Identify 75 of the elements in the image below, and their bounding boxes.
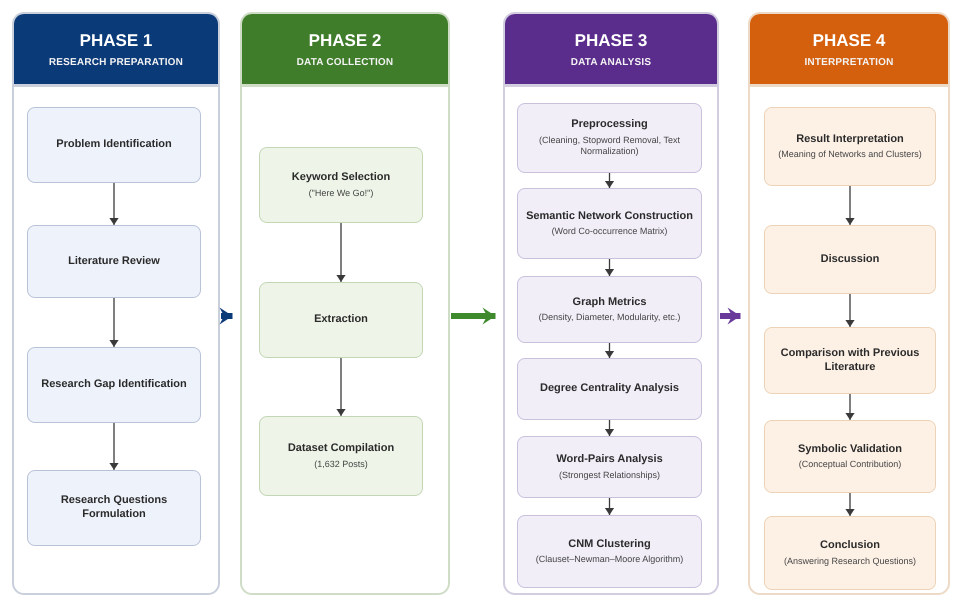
step-detail: (1,632 Posts) [314,458,368,470]
process-box [27,347,201,423]
arrow [109,298,119,347]
process-box [764,327,936,394]
process-box [517,276,702,343]
step-title: Result Interpretation [796,132,904,146]
phase-title: PHASE 1 [80,30,152,50]
arrow [336,358,346,416]
process-box [764,107,936,186]
step-title: Research Gap Identification [41,378,187,392]
arrow [109,423,119,470]
process-box [259,416,423,496]
step-title: Discussion [820,252,880,266]
process-box [27,470,201,546]
process-box [517,188,702,259]
phase-arrow [720,308,740,324]
step-title: Extraction [314,313,368,327]
process-box [764,225,936,294]
step-detail: (Answering Research Questions) [784,556,916,567]
step-title: Semantic Network Construction [526,210,693,224]
process-box [259,147,423,223]
phase-subtitle: DATA ANALYSIS [570,56,652,68]
arrow [336,223,346,282]
step-title: Conclusion [820,539,880,553]
arrow [845,493,855,516]
arrow [604,498,614,515]
step-title: Problem Identification [56,138,172,152]
phase-column [240,12,450,595]
step-detail: (Density, Diameter, Modularity, etc.) [538,312,680,324]
step-detail: ("Here We Go!") [308,188,374,199]
phase-title: PHASE 3 [574,30,648,50]
phase-arrow [220,308,232,324]
phase-column [748,12,950,595]
phase-subtitle: DATA COLLECTION [296,56,394,68]
process-box [517,436,702,498]
step-title: Keyword Selection [292,171,390,185]
process-box [259,282,423,358]
arrow [604,259,614,276]
arrow [845,294,855,327]
step-title: Literature Review [68,254,160,268]
phase-subtitle: RESEARCH PREPARATION [48,56,184,68]
phase-title: PHASE 2 [308,30,382,50]
step-detail: (Clauset–Newman–Moore Algorithm) [536,554,684,566]
step-detail: (Strongest Relationships) [558,470,660,481]
process-box [27,225,201,298]
step-detail: (Word Co-occurrence Matrix) [552,226,668,238]
arrow [604,173,614,188]
step-detail: (Cleaning, Stopword Removal, Text Normalization) [538,135,681,158]
step-title: Preprocessing [571,118,648,132]
process-box [517,358,702,420]
arrow [604,420,614,436]
process-box [764,420,936,493]
step-title: Word-Pairs Analysis [556,453,663,467]
process-box [517,103,702,173]
process-box [517,515,702,588]
step-title: Research Questions Formulation [60,494,168,522]
phase-title: PHASE 4 [812,30,886,50]
step-title: CNM Clustering [568,538,651,552]
arrow [109,183,119,225]
process-box [764,516,936,590]
phase-column [503,12,719,595]
arrow [845,186,855,225]
arrow [604,343,614,358]
phase-subtitle: INTERPRETATION [804,56,894,68]
step-title: Symbolic Validation [798,442,902,456]
arrow [845,394,855,420]
step-title: Degree Centrality Analysis [540,382,679,396]
step-detail: (Conceptual Contribution) [798,459,902,470]
step-title: Comparison with Previous Literature [780,346,920,374]
step-title: Dataset Compilation [288,442,394,456]
process-box [27,107,201,183]
step-title: Graph Metrics [572,296,646,310]
phase-arrow [451,308,496,324]
step-detail: (Meaning of Networks and Clusters) [778,149,922,160]
phase-column [12,12,220,595]
